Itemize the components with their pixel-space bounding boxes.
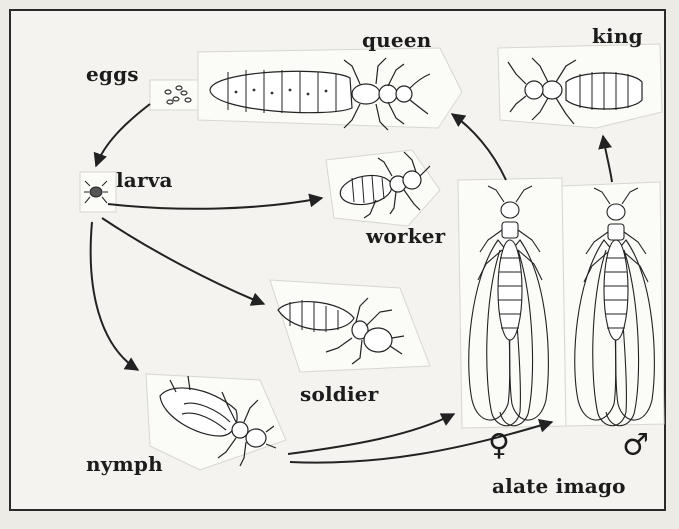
label-soldier: soldier — [300, 382, 378, 406]
soldier-patch — [270, 280, 430, 372]
arrow-larva-to-soldier — [102, 218, 264, 304]
label-alate-imago: alate imago — [492, 474, 626, 498]
label-worker: worker — [366, 224, 445, 248]
female-symbol: ♀ — [488, 428, 510, 463]
arrow-larva-to-nymph — [91, 222, 138, 370]
arrow-nymph-to-alate-female — [288, 414, 454, 454]
arrow-larva-to-worker — [108, 198, 322, 209]
male-symbol: ♂ — [622, 428, 649, 463]
arrow-eggs-to-larva — [96, 104, 150, 166]
arrow-alate-to-queen — [452, 114, 506, 180]
label-eggs: eggs — [86, 62, 139, 86]
arrow-alate-to-king — [603, 136, 612, 182]
label-queen: queen — [362, 28, 432, 52]
label-king: king — [592, 24, 643, 48]
label-larva: larva — [116, 168, 173, 192]
eggs-patch — [150, 80, 198, 110]
label-nymph: nymph — [86, 452, 163, 476]
